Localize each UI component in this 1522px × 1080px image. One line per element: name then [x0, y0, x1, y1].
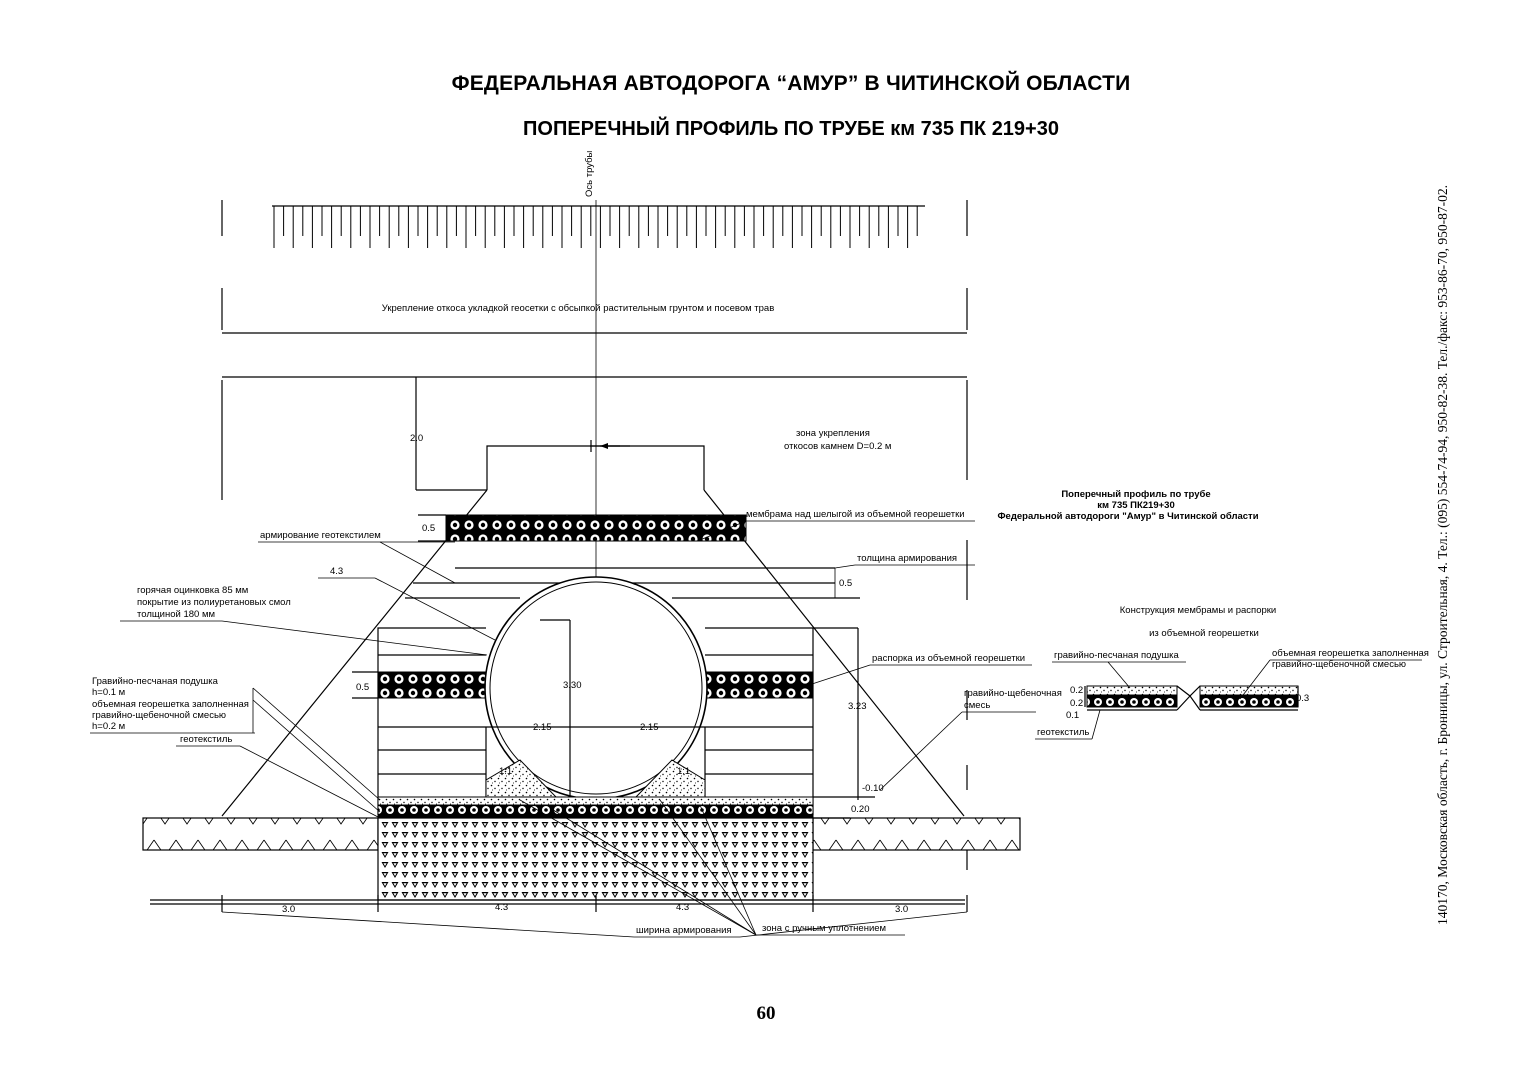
inset-construction-2: из объемной георешетки — [1149, 628, 1259, 639]
page-subtitle: ПОПЕРЕЧНЫЙ ПРОФИЛЬ ПО ТРУБЕ км 735 ПК 21… — [523, 118, 1059, 140]
inset-title-3: Федеральной автодороги "Амур" в Читинско… — [997, 511, 1258, 522]
page-number: 60 — [756, 1003, 776, 1024]
inset-filled-label-2: гравийно-щебеночной смесью — [1272, 659, 1406, 670]
coating-label-3: толщиной 180 мм — [137, 609, 215, 620]
inset-dim-0-2b: 0.2 — [1070, 698, 1083, 709]
dim-2-15-left: 2.15 — [533, 722, 552, 733]
inset-construction-1: Конструкция мембрамы и распорки — [1120, 605, 1276, 616]
reinforcement-geotextile-label: армирование геотекстилем — [260, 530, 381, 541]
dim-3-23: 3.23 — [848, 701, 867, 712]
slope-caption: Укрепление откоса укладкой геосетки с об… — [382, 303, 775, 314]
cushion-label-1: Гравийно-песчаная подушка — [92, 676, 219, 687]
cushion-label-2: h=0.1 м — [92, 687, 125, 698]
inset-dim-0-3: 0.3 — [1296, 693, 1309, 704]
slope-1-1-right: 1:1 — [677, 766, 690, 777]
gravel-mix-label-2: смесь — [964, 700, 990, 711]
dim-0-5-left: 0.5 — [356, 682, 369, 693]
width-label: ширина армирования — [636, 925, 732, 936]
inset-cushion-label: гравийно-песчаная подушка — [1054, 650, 1180, 661]
inset-title-2: км 735 ПК219+30 — [1097, 500, 1175, 511]
slope-1-1-left: 1:1 — [499, 766, 512, 777]
dim-3-0-right: 3.0 — [895, 904, 908, 915]
dim-3-30: 3.30 — [563, 680, 582, 691]
page-title: ФЕДЕРАЛЬНАЯ АВТОДОРОГА “АМУР” В ЧИТИНСКО… — [451, 72, 1131, 95]
publisher-address: 140170, Московская область, г. Бронницы,… — [1435, 185, 1450, 925]
inset-filled-label-1: объемная георешетка заполненная — [1272, 648, 1429, 659]
reinforcement-thickness-label: толщина армирования — [857, 553, 957, 564]
cushion-label-3: объемная георешетка заполненная — [92, 699, 249, 710]
stone-zone-label-2: откосов камнем D=0.2 м — [784, 441, 891, 452]
coating-label-1: горячая оцинковка 85 мм — [137, 585, 248, 596]
gravel-mix-label-1: гравийно-щебеночная — [964, 688, 1062, 699]
cushion-label-5: h=0.2 м — [92, 721, 125, 732]
inset-dim-0-2a: 0.2 — [1070, 685, 1083, 696]
dim-4-3-right: 4.3 — [676, 902, 689, 913]
dim-2-15-right: 2.15 — [640, 722, 659, 733]
geotextile-label: геотекстиль — [180, 734, 232, 745]
dim-4-3-left: 4.3 — [495, 902, 508, 913]
dim-minus-0-10: -0.10 — [862, 783, 884, 794]
stone-zone-label: зона укрепления — [796, 428, 870, 439]
cushion-label-4: гравийно-щебеночной смесью — [92, 710, 226, 721]
membrane-label: мембрама над шелыгой из объемной геореше… — [746, 509, 965, 520]
inset-dim-0-1: 0.1 — [1066, 710, 1079, 721]
axis-label: Ось трубы — [584, 150, 595, 197]
dim-0-5-top: 0.5 — [422, 523, 435, 534]
dim-3-0-left: 3.0 — [282, 904, 295, 915]
dim-2-0: 2.0 — [410, 433, 423, 444]
spacer-label: распорка из объемной георешетки — [872, 653, 1025, 664]
inset-geotextile-label: геотекстиль — [1037, 727, 1089, 738]
dim-0-5-right: 0.5 — [839, 578, 852, 589]
dim-4-3-upper: 4.3 — [330, 566, 343, 577]
inset-title-1: Поперечный профиль по трубе — [1061, 489, 1210, 500]
manual-zone-label: зона с ручным уплотнением — [762, 923, 886, 934]
coating-label-2: покрытие из полиуретановых смол — [137, 597, 291, 608]
dim-0-20: 0.20 — [851, 804, 870, 815]
